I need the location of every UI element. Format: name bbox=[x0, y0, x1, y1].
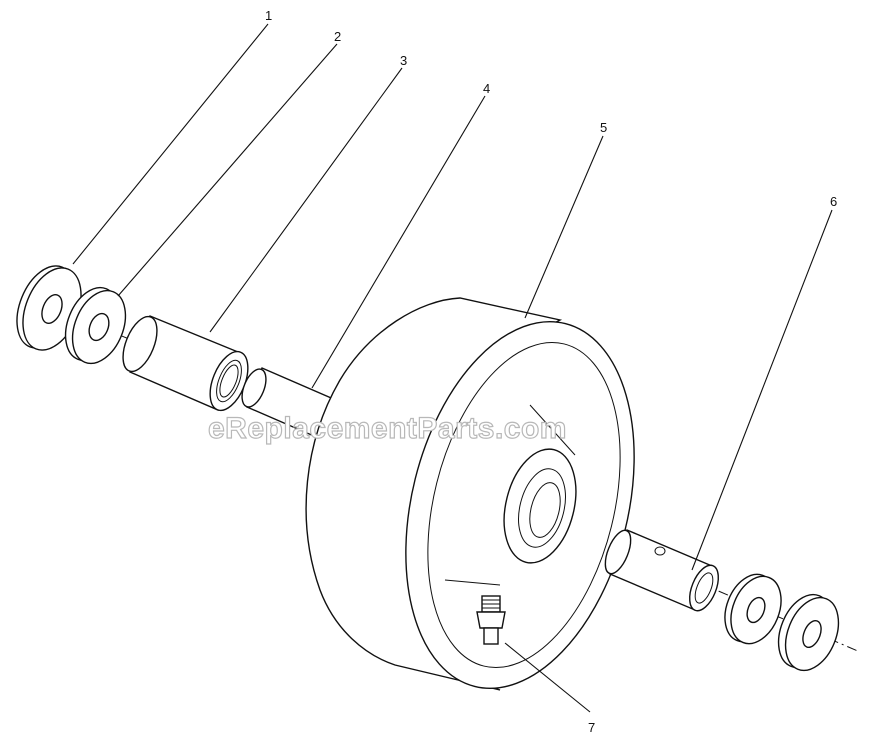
leader-line-1 bbox=[72, 23, 269, 265]
callout-2: 2 bbox=[334, 29, 341, 44]
leader-line-3 bbox=[209, 67, 403, 333]
leader-lines bbox=[72, 23, 833, 713]
leader-line-2 bbox=[117, 43, 338, 297]
callout-6: 6 bbox=[830, 194, 837, 209]
callout-labels: 1 2 3 4 5 6 7 bbox=[265, 8, 837, 735]
callout-4: 4 bbox=[483, 81, 490, 96]
leader-line-7 bbox=[504, 642, 591, 713]
grease-fitting[interactable] bbox=[476, 595, 506, 645]
callout-5: 5 bbox=[600, 120, 607, 135]
callout-3: 3 bbox=[400, 53, 407, 68]
washer-inner-left[interactable] bbox=[56, 280, 136, 371]
leader-line-5 bbox=[524, 135, 604, 319]
washer-inner-right[interactable] bbox=[716, 567, 791, 651]
axle-sleeve-right[interactable] bbox=[600, 527, 724, 615]
bearing-sleeve[interactable] bbox=[116, 312, 255, 416]
wheel-tire[interactable] bbox=[305, 297, 670, 712]
callout-1: 1 bbox=[265, 8, 272, 23]
leader-line-6 bbox=[691, 209, 833, 571]
watermark-text: eReplacementParts.com bbox=[208, 412, 567, 445]
washer-outer-right[interactable] bbox=[769, 587, 849, 678]
callout-7: 7 bbox=[588, 720, 595, 735]
leader-line-4 bbox=[311, 95, 486, 389]
